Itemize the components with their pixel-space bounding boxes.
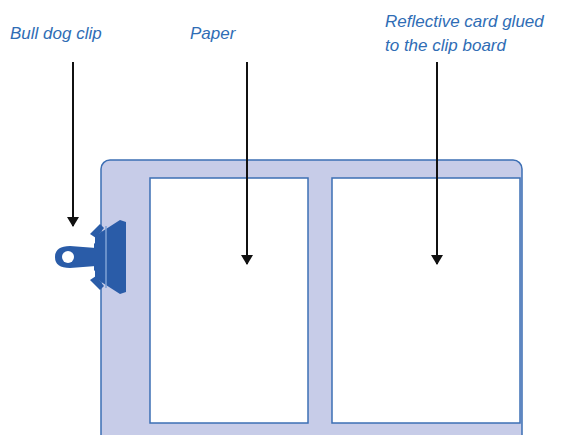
bull-dog-clip (55, 220, 126, 294)
part-label: Reflective card glued to the clip board (385, 10, 561, 58)
leader-arrow (436, 62, 438, 264)
leader-arrow (246, 62, 248, 264)
leader-arrow (72, 62, 74, 226)
part-label: Bull dog clip (10, 22, 170, 46)
paper-sheet (150, 178, 308, 423)
clip-board (101, 160, 522, 435)
part-label: Paper (190, 22, 310, 46)
reflective-card (332, 178, 520, 423)
